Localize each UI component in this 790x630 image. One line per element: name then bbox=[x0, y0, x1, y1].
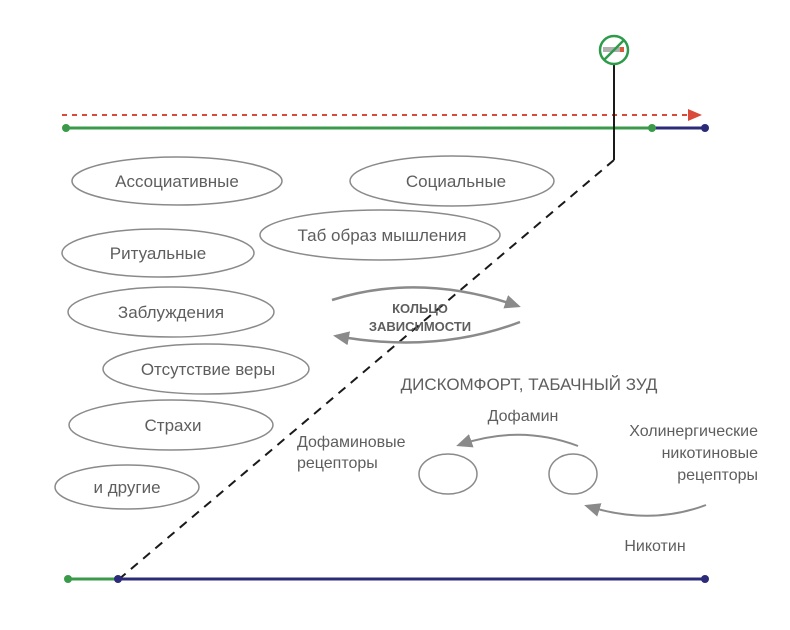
dopamine-label: Дофамин bbox=[488, 408, 559, 425]
nicotine-arrow bbox=[584, 503, 707, 517]
diagonal-dashed-line bbox=[117, 159, 615, 581]
oval-ritual: Ритуальные bbox=[61, 228, 255, 278]
dopamine-receptors-line1: Дофаминовые bbox=[297, 434, 406, 451]
top-mid-dot bbox=[648, 124, 656, 132]
oval-associative-label: Ассоциативные bbox=[115, 172, 239, 191]
ring-line2: ЗАВИСИМОСТИ bbox=[369, 319, 471, 334]
bottom-mid-dot bbox=[114, 575, 122, 583]
oval-no-faith-label: Отсутствие веры bbox=[141, 360, 275, 379]
ring-line1: КОЛЬЦО bbox=[392, 301, 448, 316]
ring-top-arrow bbox=[331, 286, 521, 309]
oval-delusions: Заблуждения bbox=[67, 286, 275, 338]
oval-social-label: Социальные bbox=[406, 172, 506, 191]
cholinergic-line1: Холинергические bbox=[629, 423, 758, 440]
dopamine-receptors-line2: рецепторы bbox=[297, 455, 378, 472]
oval-ritual-label: Ритуальные bbox=[110, 244, 206, 263]
no-smoking-icon bbox=[598, 34, 630, 66]
top-start-dot bbox=[62, 124, 70, 132]
oval-no-faith: Отсутствие веры bbox=[102, 343, 310, 395]
dopamine-arrow bbox=[456, 433, 579, 448]
oval-delusions-label: Заблуждения bbox=[118, 303, 224, 322]
oval-tab-thinking-label: Таб образ мышления bbox=[298, 226, 467, 245]
oval-others: и другие bbox=[54, 464, 200, 510]
oval-others-label: и другие bbox=[93, 478, 160, 497]
oval-fears: Страхи bbox=[68, 399, 274, 451]
top-end-dot bbox=[701, 124, 709, 132]
oval-social: Социальные bbox=[349, 155, 555, 207]
dopamine-receptor-circle bbox=[418, 453, 478, 495]
cholinergic-line3: рецепторы bbox=[677, 467, 758, 484]
discomfort-title: ДИСКОМФОРТ, ТАБАЧНЫЙ ЗУД bbox=[401, 375, 658, 394]
nicotine-label: Никотин bbox=[624, 538, 685, 555]
oval-associative: Ассоциативные bbox=[71, 156, 283, 206]
bottom-start-dot bbox=[64, 575, 72, 583]
oval-tab-thinking: Таб образ мышления bbox=[259, 209, 501, 261]
ring-bottom-arrow bbox=[333, 320, 521, 346]
cholinergic-line2: никотиновые bbox=[662, 445, 759, 462]
oval-fears-label: Страхи bbox=[145, 416, 202, 435]
cholinergic-receptor-circle bbox=[548, 453, 598, 495]
ring-of-dependence: КОЛЬЦО ЗАВИСИМОСТИ bbox=[331, 286, 521, 346]
bottom-end-dot bbox=[701, 575, 709, 583]
